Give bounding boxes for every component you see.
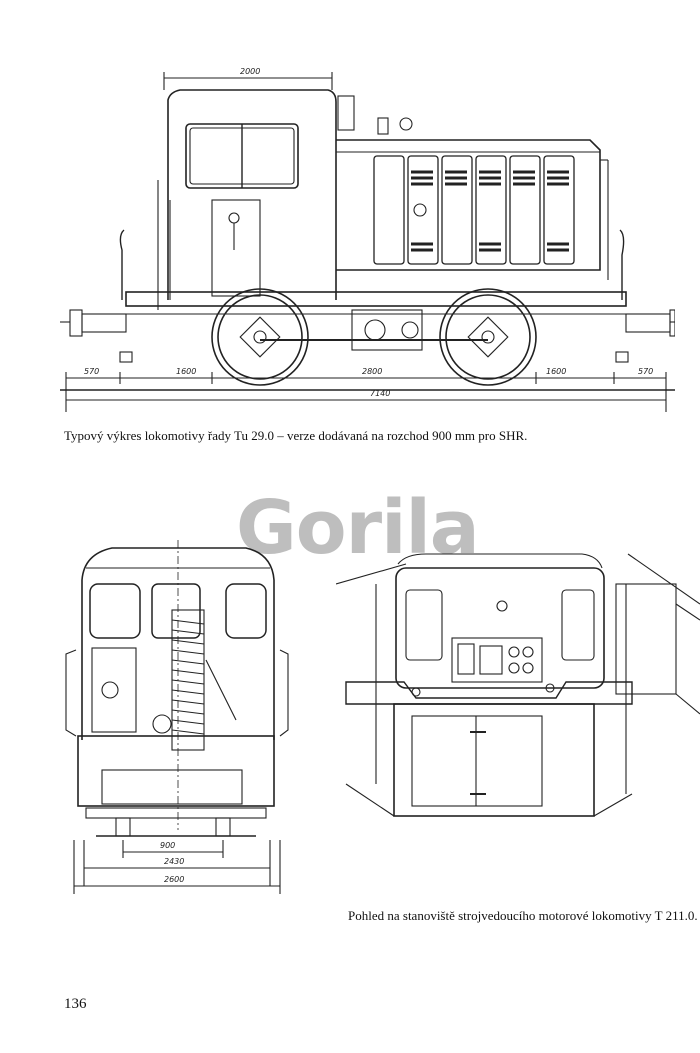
dim-total-width: 2600 bbox=[164, 875, 184, 884]
dim-total-length: 7140 bbox=[370, 389, 390, 398]
cab-interior-drawing bbox=[336, 544, 700, 844]
dim-wheelbase: 2800 bbox=[362, 367, 382, 376]
caption-side-view: Typový výkres lokomotivy řady Tu 29.0 – … bbox=[64, 428, 528, 443]
page-number: 136 bbox=[64, 996, 87, 1012]
dim-cab-width: 2000 bbox=[240, 67, 260, 76]
locomotive-side-view-drawing: 2000 bbox=[60, 60, 675, 420]
locomotive-front-view-drawing: 900 2430 2600 bbox=[56, 540, 296, 900]
dim-rear: 1600 bbox=[546, 367, 566, 376]
dim-buffer-right: 570 bbox=[638, 367, 653, 376]
watermark-logo: Gorila bbox=[236, 485, 480, 571]
dim-buffer-left: 570 bbox=[84, 367, 99, 376]
caption-cab-view: Pohled na stanoviště strojvedoucího moto… bbox=[348, 908, 698, 923]
dim-inner-width: 2430 bbox=[164, 857, 184, 866]
dim-front: 1600 bbox=[176, 367, 196, 376]
dim-gauge: 900 bbox=[160, 841, 175, 850]
